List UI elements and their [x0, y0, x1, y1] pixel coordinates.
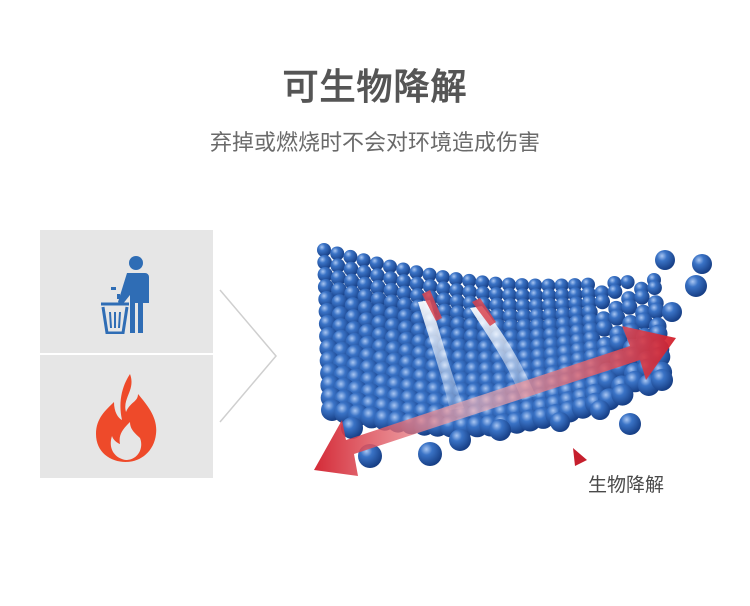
molecule-sphere [357, 300, 375, 317]
molecule-sphere [619, 413, 641, 435]
molecule-sphere [422, 279, 438, 294]
degradation-streak [470, 306, 536, 400]
molecule-sphere [590, 400, 610, 420]
molecule-sphere [647, 280, 662, 295]
molecule-sphere [621, 299, 638, 315]
molecule-sphere [409, 276, 425, 292]
molecule-sphere [330, 270, 346, 286]
molecule-sphere [488, 276, 503, 291]
molecule-sphere [396, 262, 411, 277]
molecule-sphere [383, 282, 399, 298]
molecule-sphere [435, 270, 450, 285]
molecule-sphere [341, 417, 363, 439]
panel-divider [40, 353, 213, 355]
molecule-sphere [343, 249, 358, 264]
biodegradation-illustration [314, 243, 712, 476]
molecule-sphere [370, 268, 385, 283]
molecule-sphere [501, 277, 516, 292]
molecule-sphere [396, 285, 412, 301]
fire-icon [96, 374, 157, 462]
molecule-sphere [655, 250, 675, 270]
molecule-sphere [344, 297, 362, 314]
molecule-sphere [648, 302, 665, 319]
molecule-sphere [635, 312, 653, 330]
molecule-sphere [397, 297, 413, 313]
molecule-sphere [449, 429, 471, 451]
molecule-sphere [475, 275, 490, 290]
molecule-sphere [550, 412, 570, 432]
molecule-sphere [651, 369, 673, 391]
molecule-sphere [515, 278, 529, 293]
molecule-sphere [331, 294, 348, 311]
molecule-sphere [383, 294, 400, 311]
molecule-sphere [357, 288, 374, 305]
molecule-sphere [594, 294, 610, 310]
molecule-sphere [436, 281, 451, 296]
molecule-sphere [397, 308, 414, 325]
streak-arrow-head [472, 298, 496, 326]
molecule-sphere [409, 265, 424, 280]
molecule-sphere [317, 267, 333, 283]
molecule-sphere [317, 255, 332, 270]
molecule-sphere [475, 286, 491, 301]
illustration-caption: 生物降解 [588, 474, 665, 496]
molecule-sphere [383, 259, 397, 274]
molecule-sphere [356, 265, 372, 280]
page-title: 可生物降解 [282, 67, 468, 108]
molecule-sphere [410, 288, 426, 304]
disposal-icon-panel [40, 230, 213, 478]
page-subtitle: 弃掉或燃烧时不会对环境造成伤害 [209, 131, 540, 156]
molecule-sphere [370, 279, 386, 296]
degradation-streak [418, 300, 464, 410]
molecule-sphere [356, 253, 371, 268]
molecule-sphere [318, 303, 336, 320]
chevron-right-icon [219, 289, 277, 423]
molecule-sphere [418, 442, 442, 466]
molecule-sphere [317, 279, 334, 295]
molecule-sphere [370, 291, 387, 308]
molecule-sphere [449, 272, 463, 287]
molecule-sphere [608, 309, 626, 326]
molecule-sphere [396, 274, 412, 289]
caption-marker-icon [573, 448, 587, 466]
molecule-sphere [330, 246, 345, 261]
molecule-sphere [384, 306, 401, 323]
molecule-sphere [422, 267, 437, 282]
molecule-sphere [343, 261, 359, 277]
molecule-sphere [620, 275, 635, 290]
molecule-sphere [357, 276, 373, 292]
molecule-sphere [634, 289, 650, 305]
molecule-sphere [462, 284, 478, 300]
molecule-sphere [662, 302, 682, 322]
molecule-sphere [528, 278, 543, 293]
molecule-sphere [488, 287, 504, 302]
molecule-sphere [607, 284, 623, 299]
molecule-sphere [611, 383, 634, 406]
molecule-sphere [317, 243, 331, 257]
molecule-sphere [383, 271, 398, 286]
molecule-sphere [449, 294, 465, 310]
molecule-sphere [344, 273, 360, 289]
molecule-sphere [331, 282, 347, 299]
molecule-sphere [344, 285, 361, 302]
molecule-sphere [331, 306, 349, 324]
streak-arrow-head [422, 290, 442, 321]
molecule-sphere [595, 319, 613, 337]
trash-disposal-icon [101, 256, 149, 334]
molecule-sphere [692, 254, 712, 274]
molecule-sphere [318, 291, 335, 308]
stretch-arrow [314, 326, 676, 476]
molecule-sphere [462, 295, 478, 311]
molecule-sphere [449, 283, 464, 298]
molecule-sphere [369, 256, 384, 271]
molecule-sphere [462, 273, 477, 288]
molecule-sphere [685, 275, 707, 297]
molecule-sphere [330, 258, 346, 273]
molecule-sphere [371, 303, 388, 320]
molecule-sphere [436, 292, 452, 308]
molecule-sphere [489, 419, 511, 441]
